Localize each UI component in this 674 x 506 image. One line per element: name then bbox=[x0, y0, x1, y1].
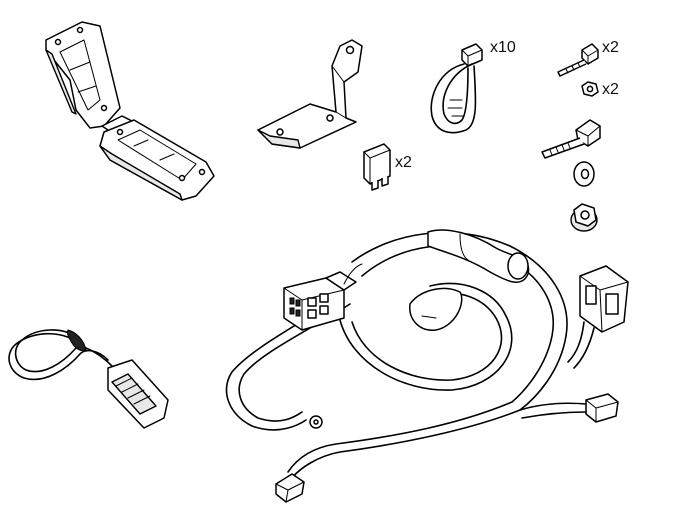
cable-tie-qty-label: x10 bbox=[490, 39, 516, 56]
z-bracket bbox=[257, 39, 363, 149]
flange-nut bbox=[570, 203, 598, 232]
small-nut-qty-label: x2 bbox=[602, 81, 619, 98]
fuse-qty-label: x2 bbox=[395, 154, 412, 171]
sensor-loop-cable bbox=[8, 329, 169, 429]
long-bolt bbox=[541, 119, 601, 159]
hinge-bracket bbox=[45, 21, 215, 201]
blade-fuse bbox=[363, 143, 391, 191]
connector-pins bbox=[289, 293, 329, 319]
cable-tie bbox=[430, 43, 483, 134]
small-nut bbox=[581, 81, 599, 97]
small-bolt-qty-label: x2 bbox=[602, 39, 619, 56]
small-bolt bbox=[557, 43, 599, 77]
wiring-harness bbox=[225, 229, 629, 503]
washer bbox=[573, 161, 595, 187]
